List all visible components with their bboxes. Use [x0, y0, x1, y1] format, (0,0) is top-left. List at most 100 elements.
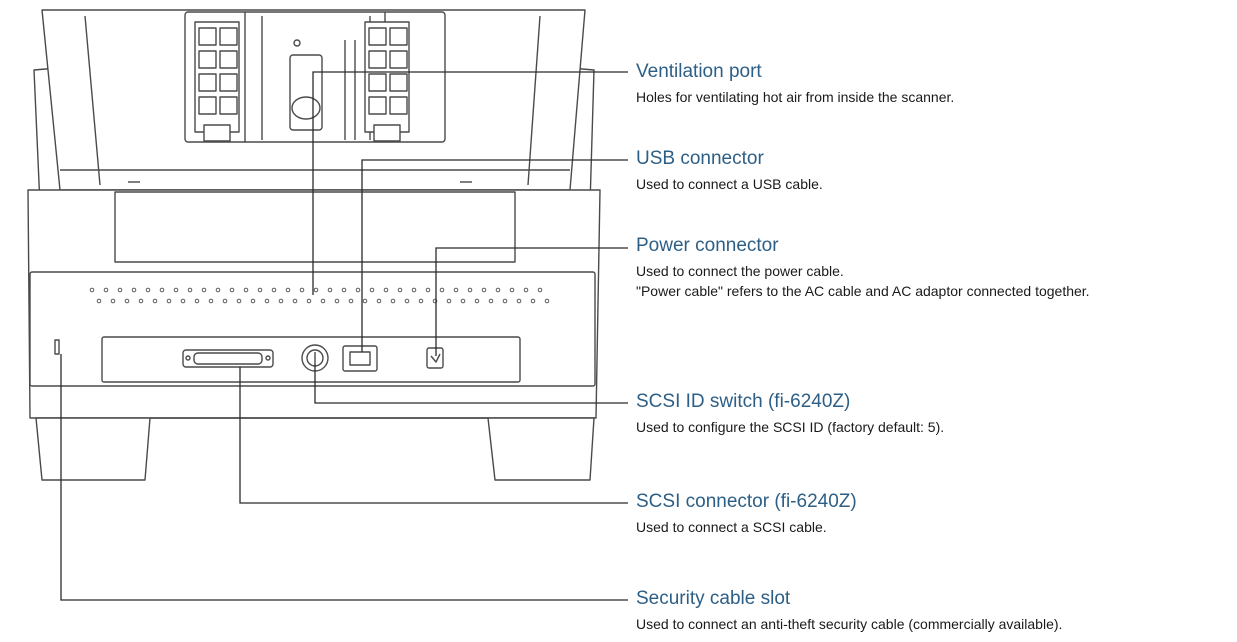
- vent-hole: [460, 298, 466, 304]
- callout-title: Security cable slot: [636, 588, 791, 609]
- vent-hole: [383, 287, 389, 293]
- vent-hole: [138, 298, 144, 304]
- leader-lines: [60, 71, 628, 601]
- vent-hole: [215, 287, 221, 293]
- callout-description: Used to configure the SCSI ID (factory d…: [636, 417, 944, 437]
- right-vent-grid: [364, 21, 410, 142]
- vent-hole: [488, 298, 494, 304]
- power-port-drawing: [426, 347, 444, 369]
- callout-title: Power connector: [636, 235, 779, 256]
- vent-hole: [278, 298, 284, 304]
- vent-hole: [411, 287, 417, 293]
- upper-recess: [114, 191, 516, 263]
- vent-hole: [96, 298, 102, 304]
- vent-hole: [194, 298, 200, 304]
- leader-security-cable-slot: [60, 354, 628, 601]
- vent-hole: [516, 298, 522, 304]
- vent-hole: [292, 298, 298, 304]
- vent-hole: [481, 287, 487, 293]
- vent-hole: [425, 287, 431, 293]
- callout-description: Holes for ventilating hot air from insid…: [636, 87, 954, 107]
- vent-hole: [250, 298, 256, 304]
- callout-desc-line: Holes for ventilating hot air from insid…: [636, 89, 955, 105]
- vent-hole: [320, 298, 326, 304]
- right-foot: [487, 417, 595, 481]
- vent-hole: [103, 287, 109, 293]
- vent-hole: [152, 298, 158, 304]
- usb-port-drawing: [342, 345, 378, 372]
- callout-desc-line: Used to connect an anti-theft security c…: [636, 616, 1063, 632]
- security-slot-drawing: [54, 339, 60, 355]
- vent-hole: [495, 287, 501, 293]
- left-vent-grid: [194, 21, 240, 142]
- callout-title: Ventilation port: [636, 61, 762, 82]
- vent-hole: [334, 298, 340, 304]
- vent-hole: [341, 287, 347, 293]
- scanner-body: [27, 189, 601, 419]
- vent-hole: [173, 287, 179, 293]
- vent-hole: [509, 287, 515, 293]
- vent-hole: [159, 287, 165, 293]
- callout-description: Used to connect the power cable. "Power …: [636, 261, 1090, 301]
- callout-scsi-connector: SCSI connector (fi-6240Z) Used to connec…: [636, 491, 857, 537]
- vent-hole: [327, 287, 333, 293]
- vent-hole: [180, 298, 186, 304]
- vent-hole: [530, 298, 536, 304]
- vent-hole: [271, 287, 277, 293]
- vent-hole: [187, 287, 193, 293]
- vent-hole: [124, 298, 130, 304]
- vent-hole: [131, 287, 137, 293]
- vent-hole: [397, 287, 403, 293]
- callout-description: Used to connect an anti-theft security c…: [636, 614, 1062, 634]
- vent-hole: [313, 287, 319, 293]
- vent-hole: [257, 287, 263, 293]
- vent-hole: [201, 287, 207, 293]
- vent-hole: [117, 287, 123, 293]
- vent-hole: [404, 298, 410, 304]
- vent-hole: [208, 298, 214, 304]
- vent-hole: [390, 298, 396, 304]
- vent-hole: [467, 287, 473, 293]
- callout-description: Used to connect a SCSI cable.: [636, 517, 857, 537]
- leader-usb-connector: [361, 159, 628, 352]
- ventilation-holes: [89, 287, 550, 304]
- callout-power-connector: Power connector Used to connect the powe…: [636, 235, 1090, 301]
- vent-hole: [453, 287, 459, 293]
- vent-hole: [376, 298, 382, 304]
- callout-description: Used to connect a USB cable.: [636, 174, 823, 194]
- vent-hole: [362, 298, 368, 304]
- callout-ventilation-port: Ventilation port Holes for ventilating h…: [636, 61, 954, 107]
- leader-scsi-id-switch: [314, 364, 628, 404]
- vent-hole: [474, 298, 480, 304]
- vent-hole: [264, 298, 270, 304]
- callout-scsi-id-switch: SCSI ID switch (fi-6240Z) Used to config…: [636, 391, 944, 437]
- vent-hole: [229, 287, 235, 293]
- vent-hole: [222, 298, 228, 304]
- vent-hole: [439, 287, 445, 293]
- vent-hole: [418, 298, 424, 304]
- left-foot: [35, 417, 151, 481]
- vent-hole: [355, 287, 361, 293]
- vent-hole: [166, 298, 172, 304]
- vent-hole: [285, 287, 291, 293]
- vent-hole: [502, 298, 508, 304]
- vent-hole: [537, 287, 543, 293]
- callout-desc-line: "Power cable" refers to the AC cable and…: [636, 283, 1090, 299]
- callout-security-cable-slot: Security cable slot Used to connect an a…: [636, 588, 1062, 634]
- callout-desc-line: Used to connect a SCSI cable.: [636, 519, 827, 535]
- leader-power-connector: [435, 247, 628, 356]
- callout-title: SCSI ID switch (fi-6240Z): [636, 391, 851, 412]
- callout-title: USB connector: [636, 148, 764, 169]
- vent-hole: [446, 298, 452, 304]
- callout-title: SCSI connector (fi-6240Z): [636, 491, 857, 512]
- scsi-port-drawing: [182, 349, 274, 368]
- vent-hole: [145, 287, 151, 293]
- vent-hole: [236, 298, 242, 304]
- vent-hole: [369, 287, 375, 293]
- vent-hole: [523, 287, 529, 293]
- vent-hole: [89, 287, 95, 293]
- callout-desc-line: Used to configure the SCSI ID (factory d…: [636, 419, 945, 435]
- vent-hole: [110, 298, 116, 304]
- leader-ventilation-port: [312, 71, 628, 295]
